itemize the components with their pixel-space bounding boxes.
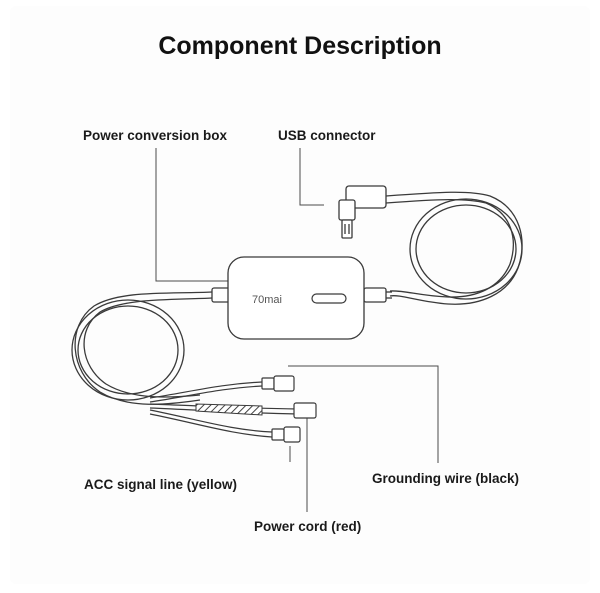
- label-grounding-wire: Grounding wire (black): [372, 471, 520, 486]
- converter-right-cable: [363, 287, 392, 303]
- power-conversion-box: 70mai: [227, 256, 365, 340]
- leader-power-box: [155, 148, 228, 282]
- label-power-cord: Power cord (red): [254, 519, 362, 534]
- usb-connector-plug: [338, 185, 387, 239]
- label-usb-connector: USB connector: [278, 128, 376, 143]
- diagram-title: Component Description: [158, 32, 442, 60]
- leader-ground: [288, 365, 439, 463]
- brand-logo: 70mai: [252, 294, 282, 306]
- usb-cable: [385, 191, 523, 305]
- braided-section: [195, 403, 263, 416]
- indicator-light: [311, 293, 347, 304]
- leader-lines: [155, 148, 439, 512]
- wire-terminals: [261, 375, 317, 443]
- label-power-conversion-box: Power conversion box: [83, 128, 228, 143]
- usb-cable-coil-inner: [415, 204, 517, 294]
- usb-cable-bottom: [385, 198, 514, 298]
- usb-cable-coil: [409, 198, 523, 300]
- left-cable: [71, 287, 233, 405]
- label-acc-signal-line: ACC signal line (yellow): [84, 477, 238, 492]
- leader-usb: [299, 148, 324, 206]
